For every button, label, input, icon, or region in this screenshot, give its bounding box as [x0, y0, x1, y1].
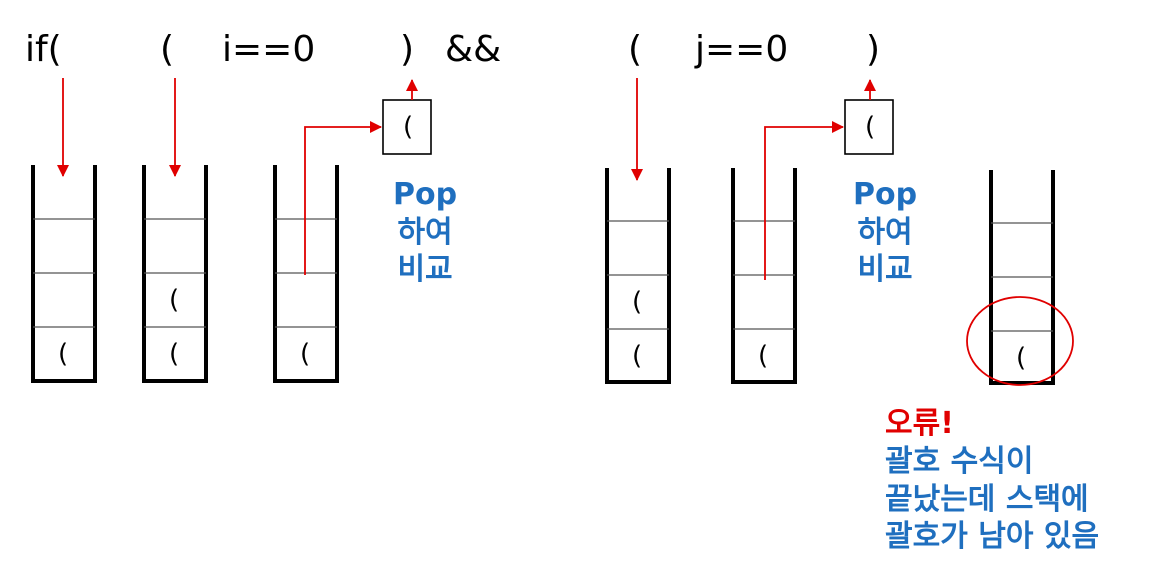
pop-arrow-2 [764, 121, 844, 280]
expr-token-close-paren-2: ) [866, 29, 881, 70]
expr-token-i-eq-0: i==0 [222, 29, 316, 70]
stack-4-cell-3: ( [632, 287, 643, 317]
error-message-line-2: 끝났는데 스택에 [885, 481, 1089, 517]
error-message-line-1: 괄호 수식이 [885, 444, 1034, 479]
stack-2-cell-3: ( [169, 285, 180, 315]
pop-note-1-line-1: Pop [393, 177, 458, 212]
error-message: 괄호 수식이 끝났는데 스택에 괄호가 남아 있음 [885, 443, 1099, 556]
popped-box-1-char: ( [403, 112, 414, 142]
expr-token-open-paren-2: ( [628, 29, 643, 70]
stack-6 [989, 170, 1055, 385]
popped-box-1 [382, 99, 432, 155]
stack-5 [731, 168, 797, 384]
stack-3-cell-4: ( [300, 339, 311, 369]
error-title: 오류! [885, 406, 954, 441]
stack-4 [605, 168, 671, 384]
error-message-line-3: 괄호가 남아 있음 [885, 519, 1100, 554]
pop-note-2-line-2: 하여 [857, 214, 913, 250]
stack-5-cell-4: ( [758, 341, 769, 371]
expr-token-open-paren-1: ( [160, 29, 175, 70]
expr-token-if: if( [25, 29, 62, 70]
pop-note-1-line-2: 하여 [397, 214, 453, 250]
pop-note-1: Pop 하여 비교 [393, 176, 457, 289]
expr-token-close-paren-1: ) [400, 29, 415, 70]
error-highlight-circle [966, 296, 1074, 386]
expr-token-j-eq-0: j==0 [695, 29, 789, 70]
stack-2 [142, 165, 208, 383]
pop-arrow-1 [304, 121, 382, 275]
popped-box-2 [844, 99, 894, 155]
stack-2-cell-4: ( [169, 339, 180, 369]
pop-note-2-line-1: Pop [853, 177, 918, 212]
stack-1 [31, 165, 97, 383]
stack-4-cell-4: ( [632, 341, 643, 371]
stack-3 [273, 165, 339, 383]
stack-6-cell-4: ( [1016, 343, 1027, 373]
pop-note-2: Pop 하여 비교 [853, 176, 917, 289]
pop-note-2-line-3: 비교 [857, 252, 913, 287]
pop-note-1-line-3: 비교 [397, 252, 453, 287]
stack-1-cell-4: ( [58, 339, 69, 369]
popped-box-2-char: ( [865, 112, 876, 142]
expr-token-and: && [445, 29, 502, 70]
